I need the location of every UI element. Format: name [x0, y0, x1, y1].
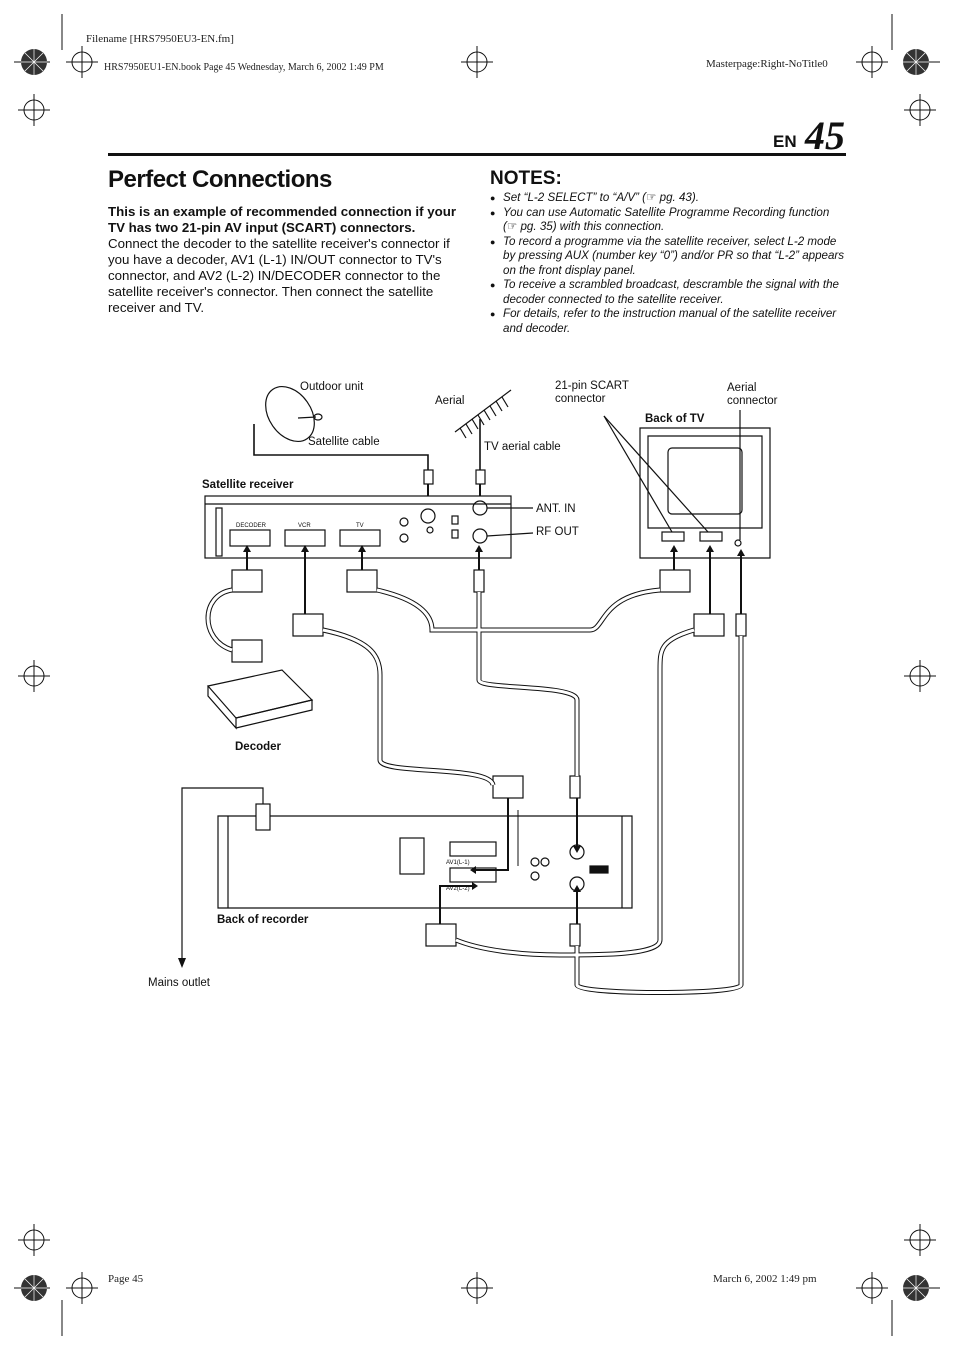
intro-bold: This is an example of recommended connec…	[108, 204, 457, 235]
satellite-receiver-icon	[204, 495, 512, 559]
label-decoder: Decoder	[235, 741, 282, 753]
header-rule	[108, 153, 846, 156]
label-satellite-cable: Satellite cable	[308, 436, 380, 448]
recorder-port-av1: AV1(L-1)	[446, 860, 470, 866]
label-scart-connector: 21-pin SCART connector	[555, 380, 629, 405]
label-mains-outlet: Mains outlet	[148, 977, 211, 989]
section-title: Perfect Connections	[108, 166, 332, 193]
section-intro: This is an example of recommended connec…	[108, 204, 460, 316]
header-masterpage: Masterpage:Right-NoTitle0	[706, 58, 828, 70]
intro-text: Connect the decoder to the satellite rec…	[108, 236, 450, 315]
note-item: To receive a scrambled broadcast, descra…	[490, 278, 846, 307]
footer-date: March 6, 2002 1:49 pm	[713, 1273, 817, 1285]
note-item: For details, refer to the instruction ma…	[490, 307, 846, 336]
notes-heading: NOTES:	[490, 168, 562, 189]
label-ant-in: ANT. IN	[536, 503, 576, 515]
header-bookinfo: HRS7950EU1-EN.book Page 45 Wednesday, Ma…	[104, 62, 384, 73]
label-aerial: Aerial	[435, 395, 465, 407]
satellite-dish-icon	[253, 386, 429, 470]
label-tv-aerial-cable: TV aerial cable	[484, 441, 561, 453]
page-number: 45	[805, 113, 845, 158]
tv-icon	[639, 427, 771, 559]
label-aerial-connector: Aerial connector	[727, 382, 778, 407]
label-back-of-tv: Back of TV	[645, 413, 705, 425]
note-item: You can use Automatic Satellite Programm…	[490, 206, 846, 235]
decoder-icon	[206, 669, 314, 730]
aerial-icon	[454, 389, 512, 470]
note-item: To record a programme via the satellite …	[490, 235, 846, 279]
label-back-of-recorder: Back of recorder	[217, 914, 309, 926]
footer-page-label: Page 45	[108, 1273, 144, 1285]
page-lang: EN	[773, 132, 797, 151]
label-satellite-receiver: Satellite receiver	[202, 479, 294, 491]
label-outdoor-unit: Outdoor unit	[300, 381, 364, 393]
receiver-port-tv: TV	[356, 523, 364, 529]
receiver-port-vcr: VCR	[298, 523, 311, 529]
note-item: Set “L-2 SELECT” to “A/V” (☞ pg. 43).	[490, 191, 846, 206]
recorder-icon	[217, 803, 633, 909]
notes-list: Set “L-2 SELECT” to “A/V” (☞ pg. 43). Yo…	[490, 191, 846, 336]
header-filename: Filename [HRS7950EU3-EN.fm]	[86, 33, 234, 45]
receiver-port-decoder: DECODER	[236, 523, 267, 529]
recorder-port-av2: AV2(L-2)	[446, 886, 470, 892]
label-rf-out: RF OUT	[536, 526, 579, 538]
